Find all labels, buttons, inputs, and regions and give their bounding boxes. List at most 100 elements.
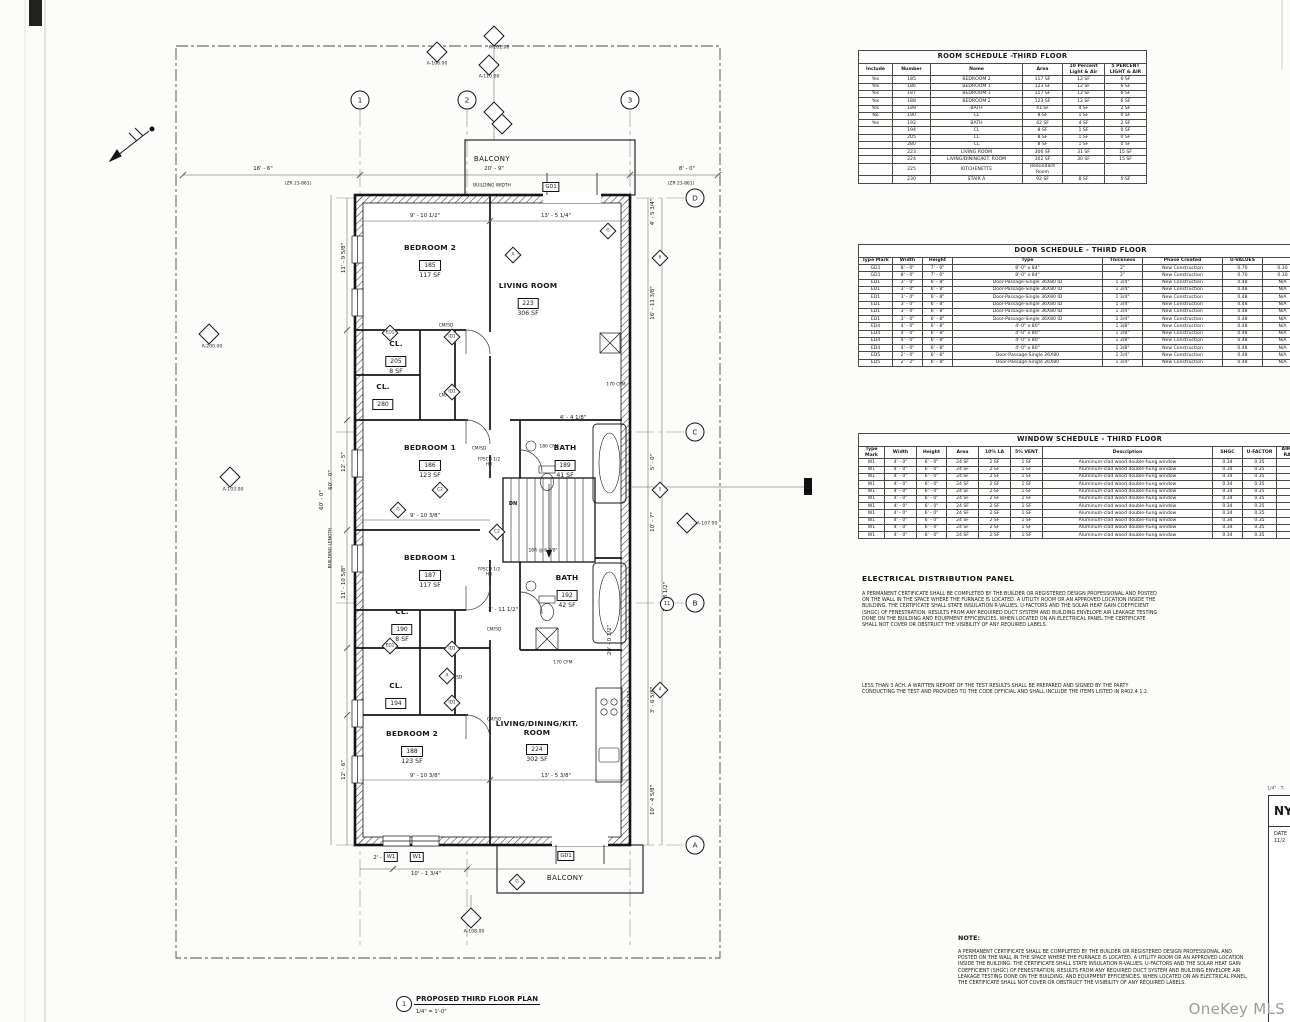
cell: 123 SF: [1022, 82, 1063, 91]
windows: [351, 235, 440, 847]
cell: ED5: [858, 358, 893, 368]
cell: 8' - 0": [892, 271, 923, 280]
cell: LIVING/DINING/KIT. ROOM: [930, 155, 1023, 164]
keynote-label: 4: [658, 687, 662, 693]
grid-bubble-3: 3: [620, 90, 640, 110]
cell: N/A: [1261, 307, 1290, 317]
cell: CL: [930, 111, 1023, 121]
cell: 117 SF: [1022, 89, 1063, 99]
door-tag: GD1: [557, 851, 575, 861]
keynote-label: C2: [437, 487, 443, 493]
cell: W1: [858, 458, 885, 467]
cell: 6 SF: [1104, 75, 1147, 84]
cell: 3' - 0": [892, 278, 923, 287]
cell: 24 SF: [946, 531, 979, 540]
building-width-label: BUILDING WIDTH: [473, 183, 511, 189]
cell: New Construction: [1142, 329, 1223, 338]
cfm-note: 170 CFM: [606, 382, 626, 388]
room-name: LIVING ROOM: [498, 281, 558, 290]
cell: BEDROOM 2: [930, 75, 1023, 84]
cell: New Construction: [1142, 322, 1223, 331]
cell: 2 SF: [978, 523, 1011, 533]
zoning-ref-right: (ZR 23-861): [667, 181, 695, 187]
dimension-label: 60' - 0": [328, 470, 334, 490]
cell: 0.48: [1222, 315, 1263, 324]
column-header: SHGC: [1212, 445, 1243, 460]
cell: [858, 140, 893, 150]
cell: 1 SF: [1010, 480, 1043, 489]
cell: CL: [930, 140, 1023, 150]
cell: 4' - 0": [884, 487, 917, 496]
cell: 1 3/4": [1102, 293, 1143, 302]
room-tag: 190: [391, 623, 413, 635]
door-tag-label: ED1: [385, 330, 395, 336]
balcony-doors: [543, 173, 608, 864]
cell: 3' - 0": [892, 285, 923, 295]
cell: New Construction: [1142, 300, 1223, 309]
cell: 225: [892, 162, 931, 177]
cell: 0.18: [1275, 523, 1290, 533]
cell: 0.35: [1242, 465, 1277, 474]
cell: 6' - 8": [922, 285, 953, 295]
cell: Aluminum-clad wood double-hung window: [1042, 502, 1213, 511]
cell: Yes: [858, 119, 893, 128]
dimension-label: 11' - 9 5/8": [341, 242, 347, 274]
room-bath-192: BATH 192 42 SF: [556, 573, 579, 609]
room-bath-189: BATH 189 41 SF: [554, 443, 577, 479]
column-header: Width: [884, 445, 917, 460]
section-marker-label: A-107.00: [696, 521, 718, 527]
cell: GD1: [858, 264, 893, 273]
cell: 0.18: [1275, 531, 1290, 540]
detector-note: CM/SD: [447, 675, 463, 681]
column-header: AIR LEAKAGE RATE (CFM): [1275, 445, 1290, 460]
cell: 1 3/4": [1102, 351, 1143, 360]
cell: 189: [892, 104, 931, 113]
cell: New Construction: [1142, 264, 1223, 273]
balcony-label-bottom: BALCONY: [546, 874, 584, 882]
cell: 0.34: [1212, 516, 1243, 525]
keynote-label: A: [445, 673, 449, 679]
column-header: Description: [1042, 445, 1213, 460]
cell: [1062, 162, 1105, 177]
cell: W1: [858, 472, 885, 482]
room-cl-280: CL. 280: [372, 382, 394, 411]
room-name: CL.: [395, 607, 409, 616]
cell: 192: [892, 119, 931, 128]
schedule-title: DOOR SCHEDULE - THIRD FLOOR: [857, 244, 1290, 258]
section-marker-label: A-200.00: [201, 344, 223, 350]
cell: ED1: [858, 278, 893, 287]
cell: 6' - 8": [922, 336, 953, 346]
cfm-note: 170 CFM: [553, 660, 573, 666]
cell: 2 SF: [978, 502, 1011, 511]
cell: 6' - 8": [922, 278, 953, 287]
door-swings: [465, 329, 543, 740]
dimension-label: 9' - 10 3/8": [409, 773, 441, 779]
grid-bubble-C: C: [685, 422, 705, 442]
dimension-label: 20' - 0 1/2": [607, 624, 613, 656]
cell: 3' - 0": [892, 315, 923, 324]
cell: [858, 133, 893, 142]
grid-bubble-A: A: [685, 835, 705, 855]
column-header: Area: [946, 445, 979, 460]
cell: W1: [858, 502, 885, 511]
door-tag-label: ED1: [385, 643, 395, 649]
cell: 4' - 0": [884, 472, 917, 482]
cell: N/A: [1261, 322, 1290, 331]
cell: 2 SF: [978, 480, 1011, 489]
cell: 2": [1102, 264, 1143, 273]
cell: 0.34: [1212, 465, 1243, 474]
cell: CL: [930, 133, 1023, 142]
cell: 4' - 0": [884, 458, 917, 467]
cell: 224: [892, 155, 931, 164]
stairs: [502, 477, 596, 563]
